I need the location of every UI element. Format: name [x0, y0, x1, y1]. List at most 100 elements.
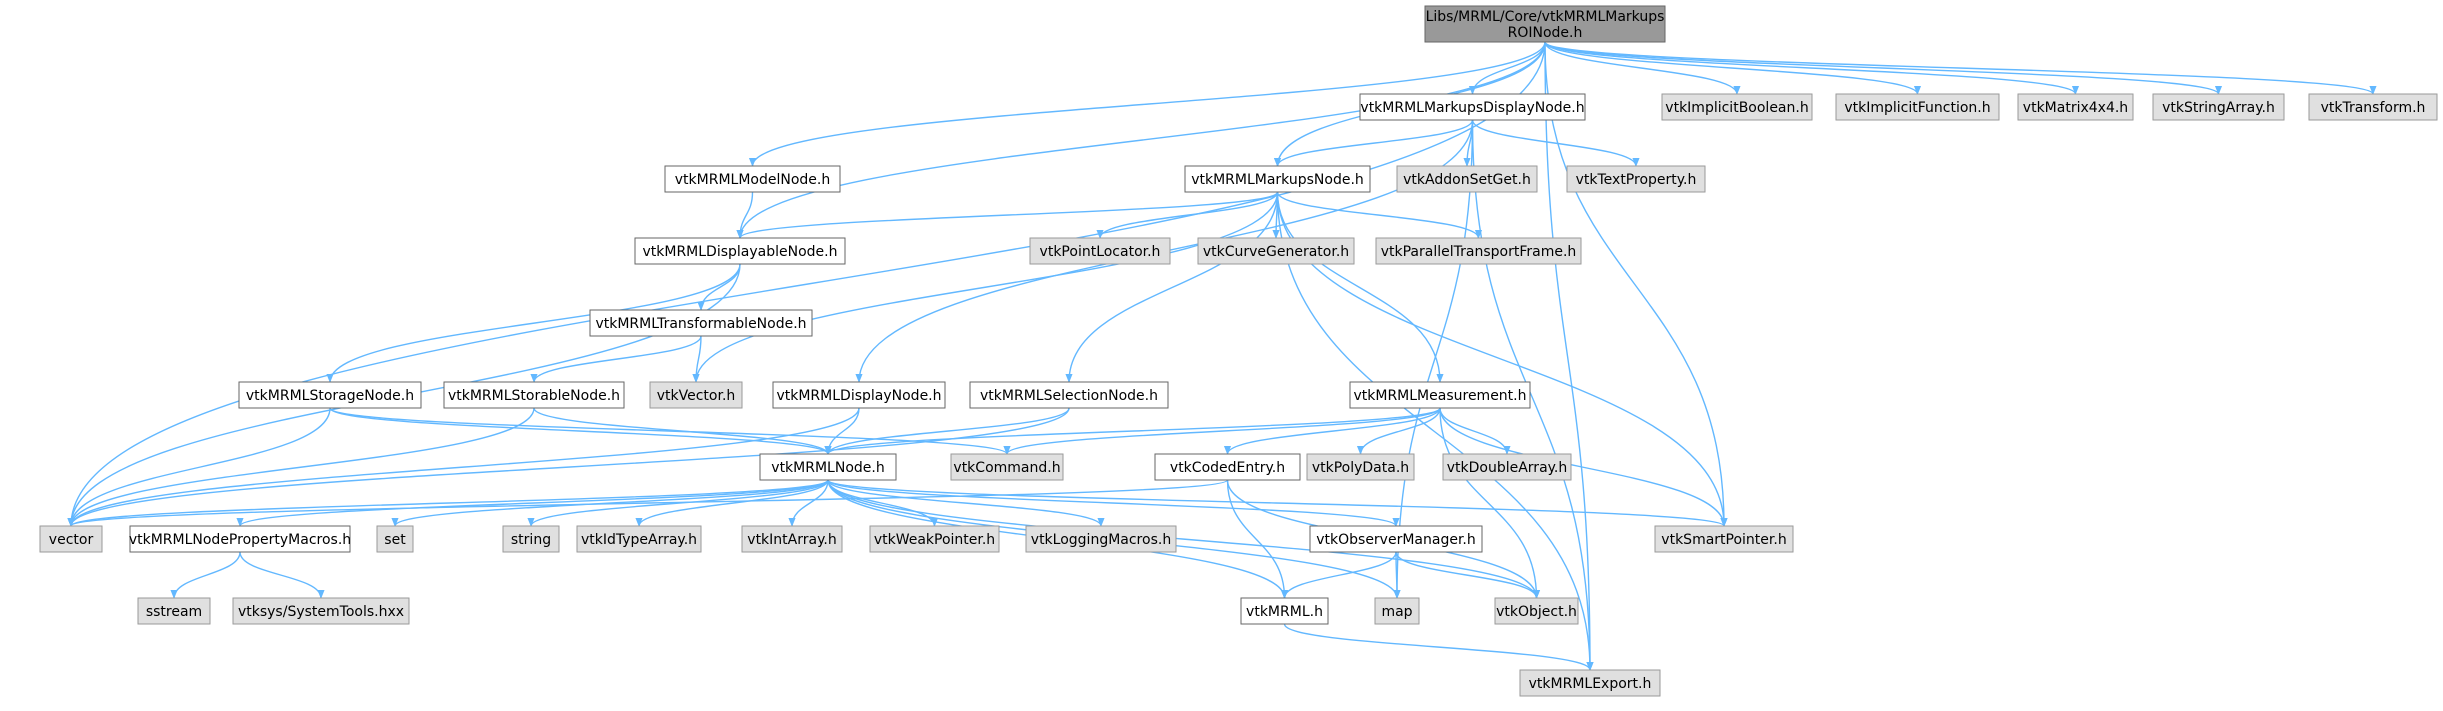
- node-dispnode[interactable]: vtkMRMLDisplayNode.h: [772, 381, 946, 409]
- node-selnode-box: [969, 381, 1169, 409]
- edge-node-to-vector: [67, 479, 829, 527]
- edge-obsmgr-to-map: [1393, 551, 1401, 599]
- edge-selnode-to-vector: [67, 407, 1070, 527]
- edge-mnode-to-selnode: [1065, 191, 1279, 383]
- node-object-label: vtkObject.h: [1496, 604, 1577, 620]
- node-systools-box: [232, 597, 410, 625]
- node-idtype: vtkIdTypeArray.h: [576, 525, 702, 553]
- edge-root-to-vector: [67, 41, 1546, 527]
- edge-storage-to-node: [329, 407, 832, 455]
- node-storage-box: [238, 381, 422, 409]
- node-strarr: vtkStringArray.h: [2152, 93, 2285, 121]
- node-ptf-label: vtkParallelTransportFrame.h: [1381, 244, 1577, 260]
- node-mnode-box: [1184, 165, 1371, 193]
- edge-meas-to-cmd: [1003, 407, 1441, 455]
- edge-transformable-to-storable: [530, 335, 702, 383]
- node-propmacros[interactable]: vtkMRMLNodePropertyMacros.h: [129, 525, 351, 553]
- edge-root-to-model: [749, 41, 1546, 167]
- node-disp[interactable]: vtkMRMLMarkupsDisplayNode.h: [1359, 93, 1586, 121]
- node-storable[interactable]: vtkMRMLStorableNode.h: [443, 381, 625, 409]
- node-transform: vtkTransform.h: [2308, 93, 2438, 121]
- node-weakptr-label: vtkWeakPointer.h: [874, 532, 995, 548]
- node-textprop-label: vtkTextProperty.h: [1576, 172, 1697, 188]
- node-sstream-box: [137, 597, 211, 625]
- edge-root-to-smartptr: [1544, 41, 1728, 527]
- node-model[interactable]: vtkMRMLModelNode.h: [664, 165, 841, 193]
- edge-disp-to-export: [1471, 119, 1594, 671]
- node-storage[interactable]: vtkMRMLStorageNode.h: [238, 381, 422, 409]
- node-intarr-box: [741, 525, 843, 553]
- node-obsmgr[interactable]: vtkObserverManager.h: [1309, 525, 1483, 553]
- edge-root-to-strarr: [1544, 41, 2222, 95]
- node-transformable-box: [589, 309, 813, 337]
- node-idtype-box: [576, 525, 702, 553]
- node-mat-box: [2017, 93, 2134, 121]
- edge-propmacros-to-sstream: [170, 551, 241, 599]
- edge-disp-to-textprop: [1471, 119, 1640, 167]
- edge-propmacros-to-systools: [239, 551, 325, 599]
- edge-storable-to-node: [533, 407, 832, 455]
- edge-obsmgr-to-mrmlh: [1280, 551, 1397, 599]
- node-cmd-box: [950, 453, 1064, 481]
- node-node-box: [759, 453, 897, 481]
- node-impfunc-box: [1835, 93, 2000, 121]
- node-selnode[interactable]: vtkMRMLSelectionNode.h: [969, 381, 1169, 409]
- edge-mrmlh-to-export: [1283, 623, 1594, 671]
- node-export: vtkMRMLExport.h: [1519, 669, 1661, 697]
- node-vector-box: [39, 525, 103, 553]
- node-string-box: [502, 525, 560, 553]
- node-impbool-label: vtkImplicitBoolean.h: [1665, 100, 1808, 116]
- node-logging-box: [1025, 525, 1177, 553]
- node-export-label: vtkMRMLExport.h: [1529, 676, 1652, 692]
- node-root-label: ROINode.h: [1508, 25, 1583, 41]
- node-displayable-box: [634, 237, 846, 265]
- edge-storage-to-vector: [67, 407, 331, 527]
- node-meas[interactable]: vtkMRMLMeasurement.h: [1349, 381, 1531, 409]
- edge-storable-to-vector: [67, 407, 535, 527]
- node-impfunc-label: vtkImplicitFunction.h: [1844, 100, 1990, 116]
- node-transformable[interactable]: vtkMRMLTransformableNode.h: [589, 309, 813, 337]
- node-displayable[interactable]: vtkMRMLDisplayableNode.h: [634, 237, 846, 265]
- node-curvegen-label: vtkCurveGenerator.h: [1203, 244, 1349, 260]
- node-polydata-box: [1306, 453, 1415, 481]
- node-mnode[interactable]: vtkMRMLMarkupsNode.h: [1184, 165, 1371, 193]
- node-mat: vtkMatrix4x4.h: [2017, 93, 2134, 121]
- node-map-box: [1374, 597, 1420, 625]
- node-model-label: vtkMRMLModelNode.h: [675, 172, 830, 188]
- edge-root-to-displayable: [736, 41, 1546, 239]
- edge-displayable-to-storage: [326, 263, 741, 383]
- edge-disp-to-mnode: [1273, 119, 1474, 167]
- node-logging: vtkLoggingMacros.h: [1025, 525, 1177, 553]
- node-logging-label: vtkLoggingMacros.h: [1031, 532, 1171, 548]
- node-cmd-label: vtkCommand.h: [953, 460, 1060, 476]
- node-coded[interactable]: vtkCodedEntry.h: [1154, 453, 1301, 481]
- node-ptf: vtkParallelTransportFrame.h: [1375, 237, 1582, 265]
- node-propmacros-box: [129, 525, 351, 553]
- node-systools: vtksys/SystemTools.hxx: [232, 597, 410, 625]
- node-mat-label: vtkMatrix4x4.h: [2023, 100, 2128, 116]
- node-vtkvector: vtkVector.h: [649, 381, 743, 409]
- node-weakptr-box: [869, 525, 1000, 553]
- node-curvegen: vtkCurveGenerator.h: [1197, 237, 1355, 265]
- node-storable-label: vtkMRMLStorableNode.h: [448, 388, 620, 404]
- node-object: vtkObject.h: [1494, 597, 1579, 625]
- edge-disp-to-map: [1393, 119, 1474, 599]
- node-polydata-label: vtkPolyData.h: [1312, 460, 1409, 476]
- node-export-box: [1519, 669, 1661, 697]
- node-textprop: vtkTextProperty.h: [1566, 165, 1706, 193]
- node-ptloc: vtkPointLocator.h: [1029, 237, 1171, 265]
- node-strarr-label: vtkStringArray.h: [2162, 100, 2275, 116]
- node-smartptr: vtkSmartPointer.h: [1654, 525, 1794, 553]
- node-node[interactable]: vtkMRMLNode.h: [759, 453, 897, 481]
- node-set-box: [376, 525, 414, 553]
- node-coded-label: vtkCodedEntry.h: [1170, 460, 1285, 476]
- edge-mnode-to-displayable: [736, 191, 1279, 239]
- node-dispnode-box: [772, 381, 946, 409]
- node-dblarr: vtkDoubleArray.h: [1442, 453, 1572, 481]
- node-mrmlh[interactable]: vtkMRML.h: [1240, 597, 1329, 625]
- edge-node-to-smartptr: [827, 479, 1728, 527]
- node-dblarr-label: vtkDoubleArray.h: [1447, 460, 1568, 476]
- node-smartptr-box: [1654, 525, 1794, 553]
- node-textprop-box: [1566, 165, 1706, 193]
